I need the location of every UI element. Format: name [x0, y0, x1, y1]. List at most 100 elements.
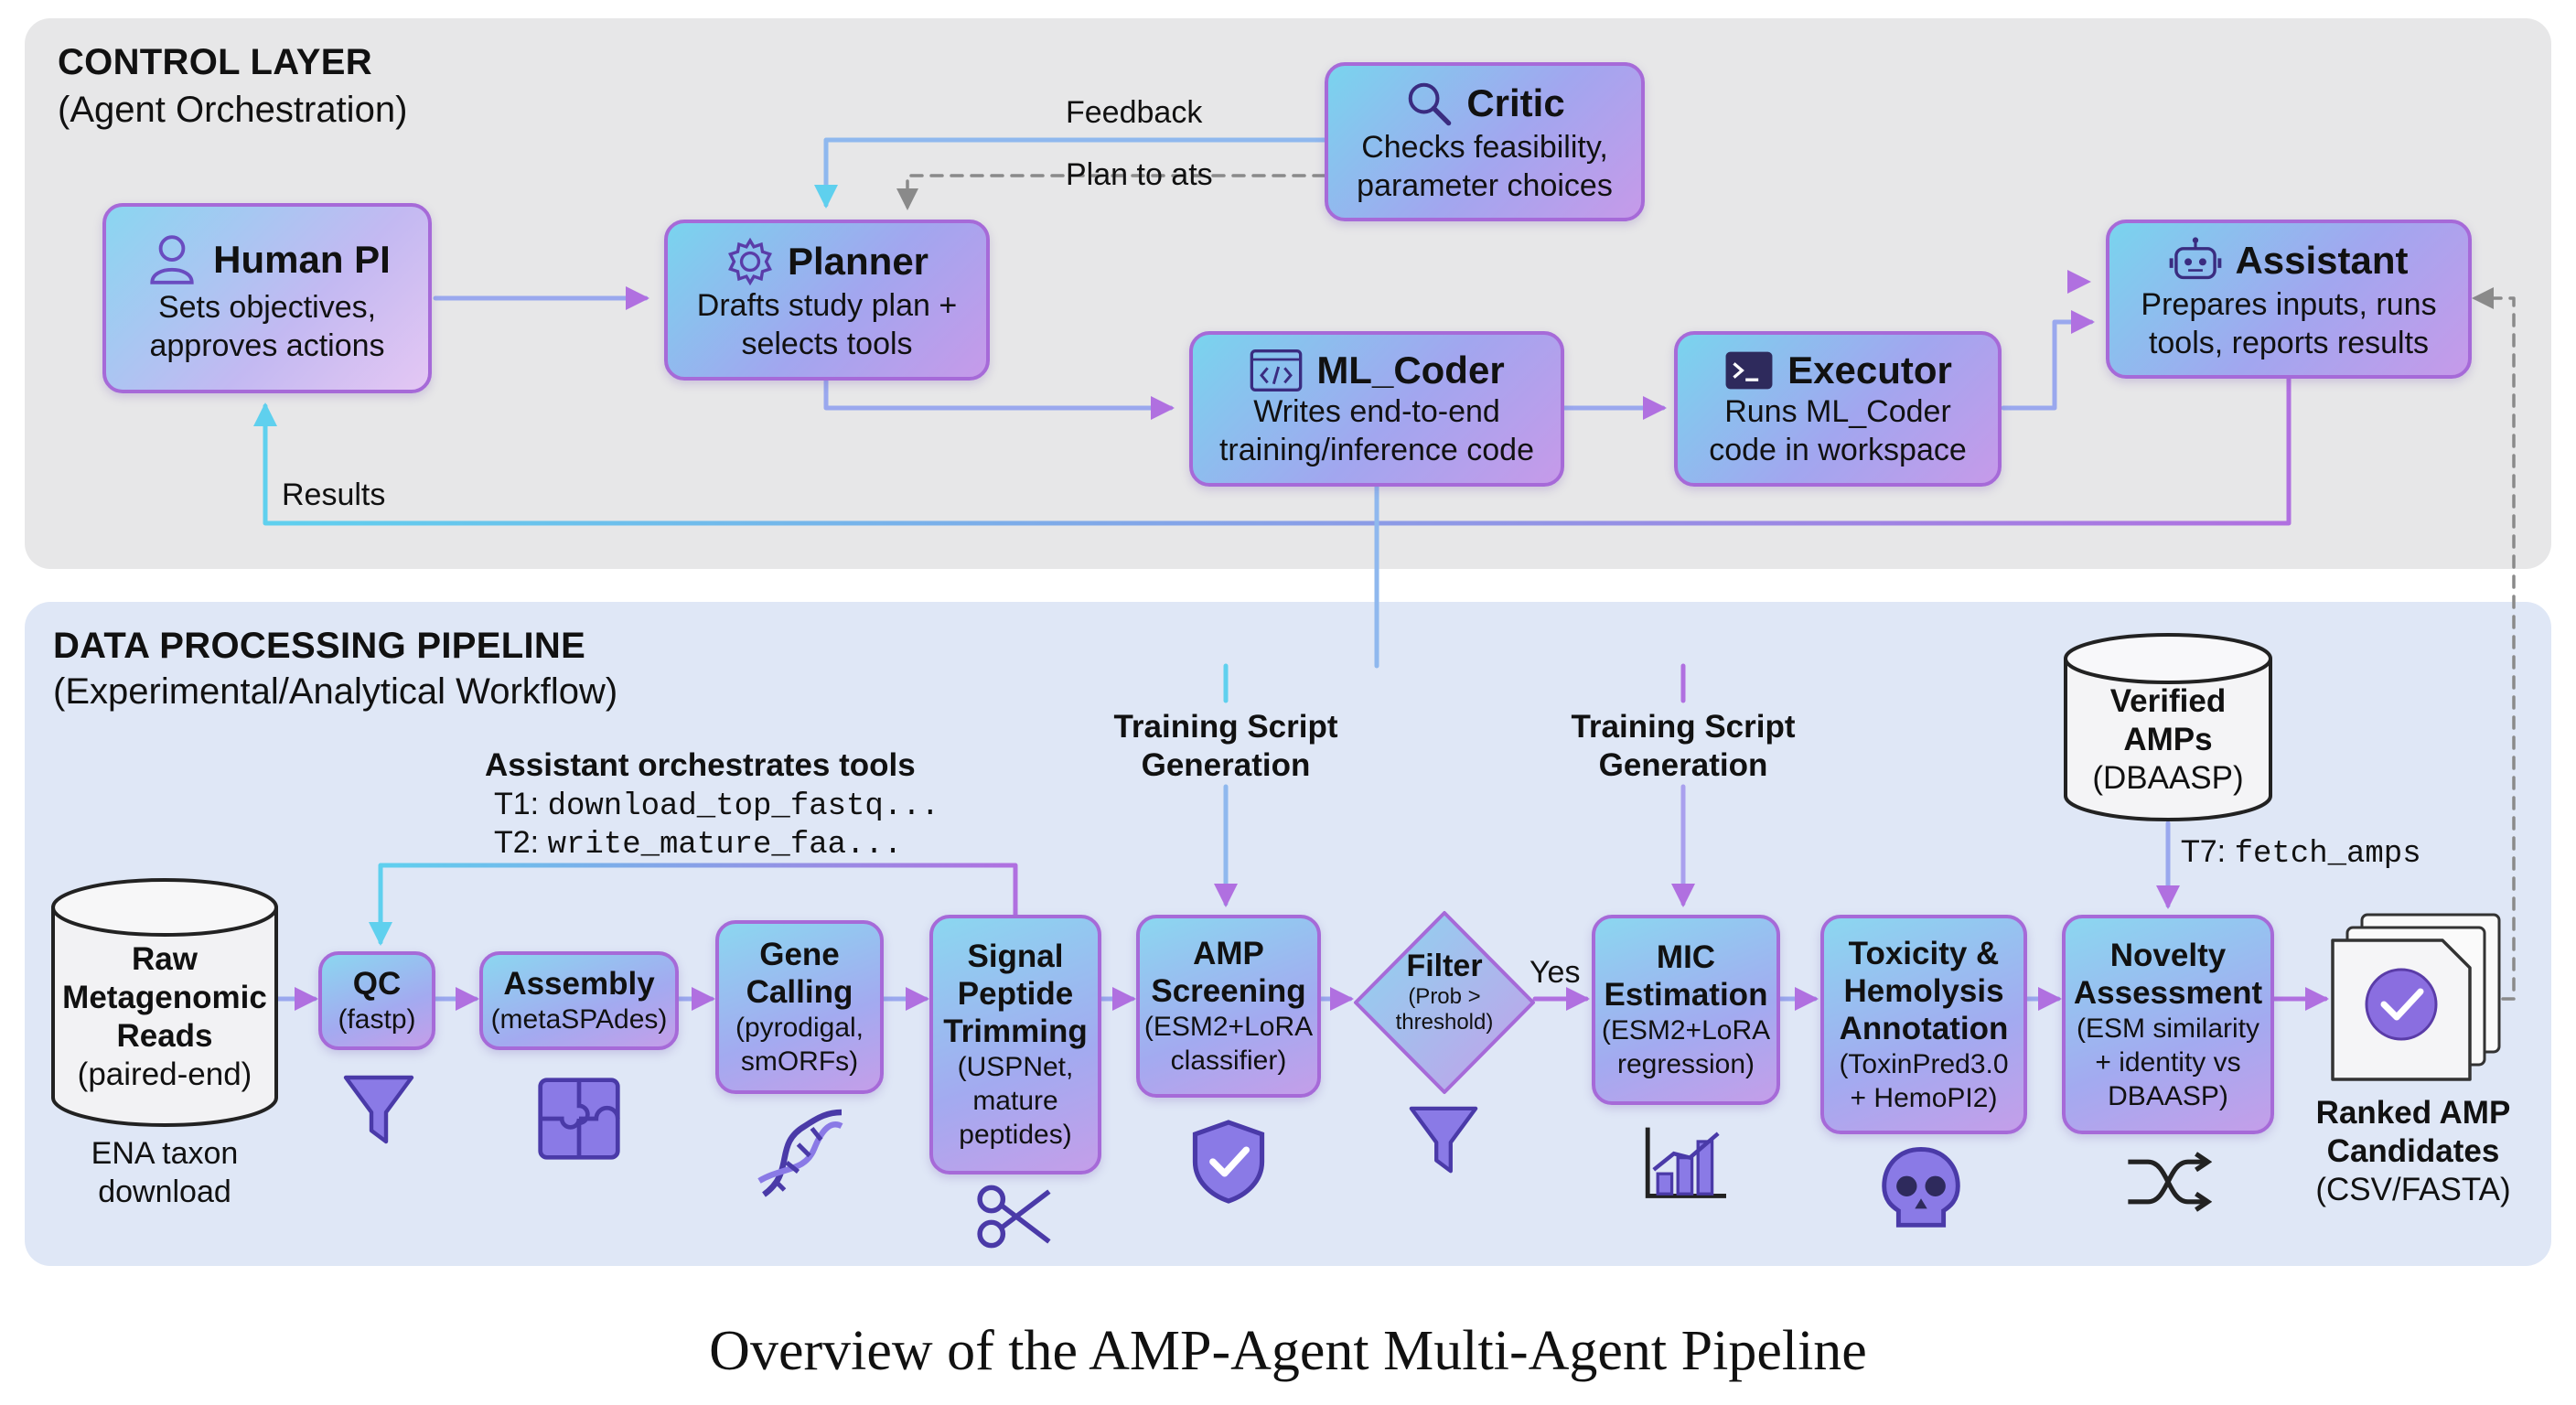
raw-reads-database-icon	[51, 878, 278, 1127]
funnel-icon	[1409, 1106, 1478, 1174]
figure-caption: Overview of the AMP-Agent Multi-Agent Pi…	[709, 1320, 1867, 1382]
mic-title-1: MIC	[1656, 939, 1716, 975]
robot-icon	[2170, 237, 2222, 280]
training-script-line: Training Script	[1571, 709, 1796, 745]
pipeline-subtitle: (Experimental/Analytical Workflow)	[53, 671, 618, 712]
signal-sub-1: (USPNet,	[957, 1052, 1074, 1082]
critic-desc-2: parameter choices	[1357, 168, 1613, 203]
t2-command: write_mature_faa...	[547, 828, 903, 863]
filter-sub-1: (Prob >	[1408, 984, 1481, 1009]
planner-box[interactable]: Planner Drafts study plan + selects tool…	[664, 220, 990, 381]
funnel-icon	[343, 1075, 414, 1144]
t2-label: T2: write_mature_faa...	[494, 825, 902, 863]
verified-line-3: (DBAASP)	[2092, 760, 2244, 796]
document-check-icon	[2331, 913, 2501, 1081]
terminal-icon	[1725, 351, 1773, 390]
executor-title: Executor	[1787, 349, 1952, 391]
ml-coder-box[interactable]: ML_Coder Writes end-to-end training/infe…	[1189, 331, 1564, 487]
code-icon	[1250, 349, 1303, 391]
qc-sub: (fastp)	[338, 1004, 416, 1035]
planner-desc-1: Drafts study plan +	[696, 288, 958, 323]
gene-sub-1: (pyrodigal,	[735, 1013, 864, 1043]
skull-icon	[1882, 1147, 1960, 1228]
ena-download-label: ENA taxon download	[48, 1134, 282, 1211]
raw-line-2: Metagenomic	[62, 980, 267, 1015]
ranked-line-1: Ranked AMP	[2315, 1095, 2511, 1131]
control-layer-title: CONTROL LAYER	[58, 42, 372, 82]
raw-line-3: Reads	[116, 1018, 213, 1054]
critic-box[interactable]: Critic Checks feasibility, parameter cho…	[1325, 62, 1645, 221]
amp-title-2: Screening	[1151, 973, 1306, 1009]
signal-sub-2: mature	[972, 1086, 1058, 1116]
filter-diamond[interactable]	[1352, 909, 1537, 1096]
t1-prefix: T1:	[494, 787, 548, 821]
feedback-label: Feedback	[1066, 95, 1203, 130]
tox-sub-1: (ToxinPred3.0	[1839, 1048, 2009, 1079]
filter-title: Filter	[1406, 949, 1483, 983]
assembly-step[interactable]: Assembly (metaSPAdes)	[479, 951, 679, 1050]
t7-label: T7: fetch_amps	[2181, 834, 2421, 872]
person-icon	[150, 235, 194, 284]
tox-title-2: Hemolysis	[1843, 972, 2004, 1009]
dna-icon	[757, 1109, 843, 1197]
assistant-box[interactable]: Assistant Prepares inputs, runs tools, r…	[2106, 220, 2472, 379]
signal-title-1: Signal	[967, 938, 1064, 974]
t2-prefix: T2:	[494, 825, 548, 860]
novelty-step[interactable]: Novelty Assessment (ESM similarity + ide…	[2062, 915, 2274, 1134]
novelty-sub-1: (ESM similarity	[2077, 1013, 2259, 1044]
control-layer-subtitle: (Agent Orchestration)	[58, 90, 408, 130]
pipeline-title: DATA PROCESSING PIPELINE	[53, 626, 586, 666]
ml-coder-title: ML_Coder	[1316, 349, 1505, 391]
training-generation-line: Generation	[1598, 747, 1768, 783]
signal-title-3: Trimming	[943, 1014, 1088, 1049]
assembly-sub: (metaSPAdes)	[490, 1004, 668, 1035]
shuffle-icon	[2128, 1152, 2212, 1212]
human-pi-box[interactable]: Human PI Sets objectives, approves actio…	[102, 203, 432, 393]
assistant-title: Assistant	[2235, 239, 2409, 282]
signal-sub-3: peptides)	[959, 1120, 1072, 1150]
amp-title-1: AMP	[1193, 936, 1264, 971]
ml-coder-desc-2: training/inference code	[1218, 433, 1534, 467]
signal-peptide-step[interactable]: Signal Peptide Trimming (USPNet, mature …	[929, 915, 1101, 1174]
mic-estimation-step[interactable]: MIC Estimation (ESM2+LoRA regression)	[1592, 915, 1780, 1105]
executor-box[interactable]: Executor Runs ML_Coder code in workspace	[1674, 331, 2002, 487]
verified-line-2: AMPs	[2123, 722, 2213, 757]
bar-chart-icon	[1645, 1127, 1726, 1198]
gear-icon	[727, 237, 772, 286]
assembly-title: Assembly	[503, 966, 655, 1002]
assistant-desc-1: Prepares inputs, runs	[2141, 287, 2437, 322]
training-script-label-1: Training Script Generation	[1098, 708, 1354, 785]
amp-sub-1: (ESM2+LoRA	[1143, 1012, 1314, 1042]
planner-title: Planner	[787, 240, 929, 283]
ranked-candidates-label: Ranked AMP Candidates (CSV/FASTA)	[2283, 1094, 2543, 1209]
t1-command: download_top_fastq...	[547, 789, 940, 824]
ranked-line-3: (CSV/FASTA)	[2315, 1172, 2511, 1207]
mic-sub-1: (ESM2+LoRA	[1601, 1015, 1771, 1046]
results-label: Results	[282, 477, 386, 512]
qc-step[interactable]: QC (fastp)	[318, 951, 435, 1050]
gene-title-2: Calling	[746, 974, 853, 1010]
training-script-label-2: Training Script Generation	[1555, 708, 1811, 785]
ena-line-1: ENA taxon	[91, 1136, 239, 1171]
magnifier-icon	[1409, 82, 1452, 126]
tox-sub-2: + HemoPI2)	[1850, 1082, 1998, 1113]
verified-amps-database-icon	[2064, 633, 2272, 821]
novelty-sub-2: + identity vs	[2095, 1046, 2241, 1078]
amp-sub-2: classifier)	[1170, 1046, 1287, 1076]
executor-desc-1: Runs ML_Coder	[1724, 394, 1951, 429]
raw-line-1: Raw	[132, 941, 198, 977]
novelty-title-1: Novelty	[2109, 937, 2227, 973]
gene-title-1: Gene	[759, 937, 840, 972]
training-generation-line: Generation	[1141, 747, 1311, 783]
amp-screening-step[interactable]: AMP Screening (ESM2+LoRA classifier)	[1136, 915, 1321, 1098]
novelty-title-2: Assessment	[2073, 974, 2263, 1011]
critic-title: Critic	[1466, 81, 1565, 124]
gene-calling-step[interactable]: Gene Calling (pyrodigal, smORFs)	[715, 920, 884, 1094]
toxicity-step[interactable]: Toxicity & Hemolysis Annotation (ToxinPr…	[1820, 915, 2027, 1134]
qc-title: QC	[352, 966, 402, 1002]
mic-title-2: Estimation	[1604, 977, 1768, 1013]
plan-to-label: Plan to ats	[1066, 157, 1213, 192]
ranked-line-2: Candidates	[2326, 1133, 2500, 1169]
verified-line-1: Verified	[2109, 683, 2227, 719]
